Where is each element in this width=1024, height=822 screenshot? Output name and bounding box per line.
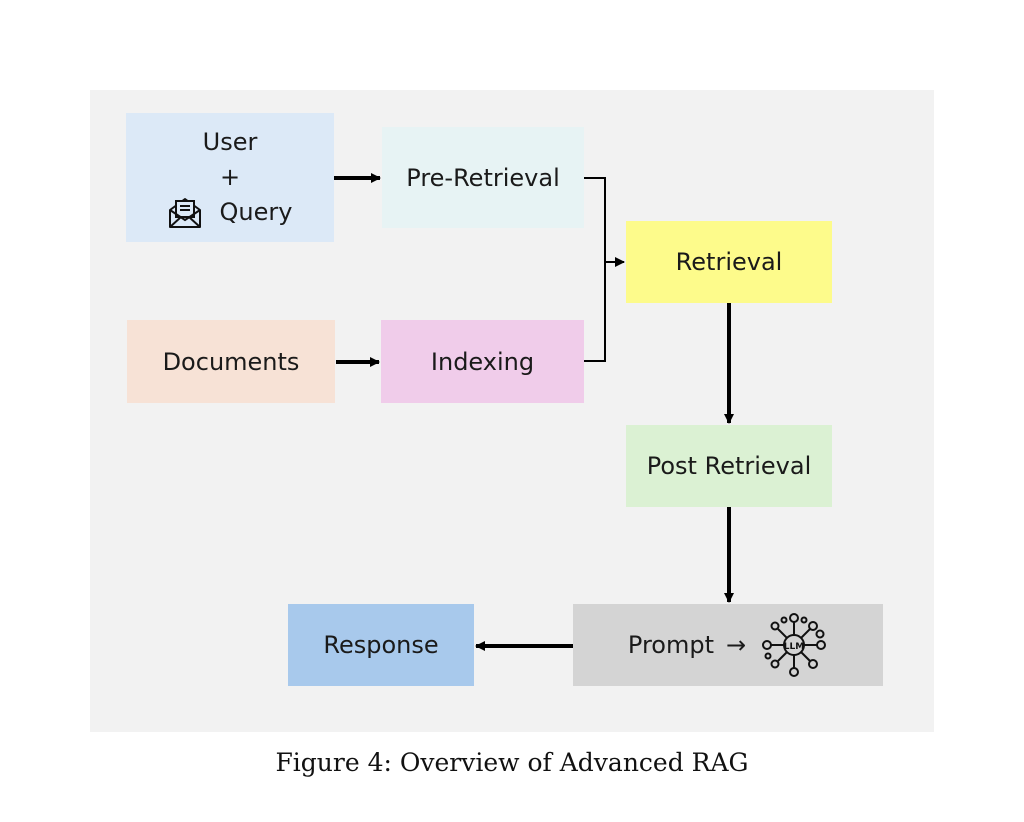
- prompt-llm-node: Prompt → LLM: [573, 604, 883, 686]
- plus-label: +: [219, 163, 241, 191]
- figure-caption: Figure 4: Overview of Advanced RAG: [275, 748, 749, 777]
- prompt-label: Prompt: [627, 631, 714, 659]
- retrieval-node: Retrieval: [626, 221, 832, 303]
- llm-icon-text: LLM: [784, 642, 804, 652]
- documents-node: Documents: [127, 320, 335, 403]
- pre-retrieval-label: Pre-Retrieval: [406, 163, 560, 192]
- query-label: Query: [219, 198, 293, 226]
- response-node: Response: [288, 604, 474, 686]
- response-label: Response: [323, 631, 439, 659]
- query-row: Query: [168, 195, 293, 230]
- post-retrieval-node: Post Retrieval: [626, 425, 832, 507]
- indexing-node: Indexing: [381, 320, 584, 403]
- post-retrieval-label: Post Retrieval: [646, 452, 812, 480]
- connectors: [334, 173, 734, 651]
- user-query-node: User + Query: [126, 113, 334, 242]
- user-label: User: [202, 128, 258, 156]
- prompt-row: Prompt → LLM: [628, 612, 828, 678]
- connector-pre-retrieval-to-junction: [584, 177, 606, 262]
- retrieval-label: Retrieval: [675, 248, 783, 276]
- rag-diagram: User + Query Pre-Retrieval Retrieval Doc…: [90, 90, 934, 732]
- llm-network-icon: LLM: [762, 613, 827, 677]
- indexing-label: Indexing: [430, 347, 535, 376]
- connector-indexing-to-junction: [584, 262, 606, 362]
- pre-retrieval-node: Pre-Retrieval: [382, 127, 584, 228]
- documents-label: Documents: [162, 347, 300, 376]
- envelope-document-icon: [168, 197, 201, 228]
- right-arrow-glyph: →: [726, 631, 747, 659]
